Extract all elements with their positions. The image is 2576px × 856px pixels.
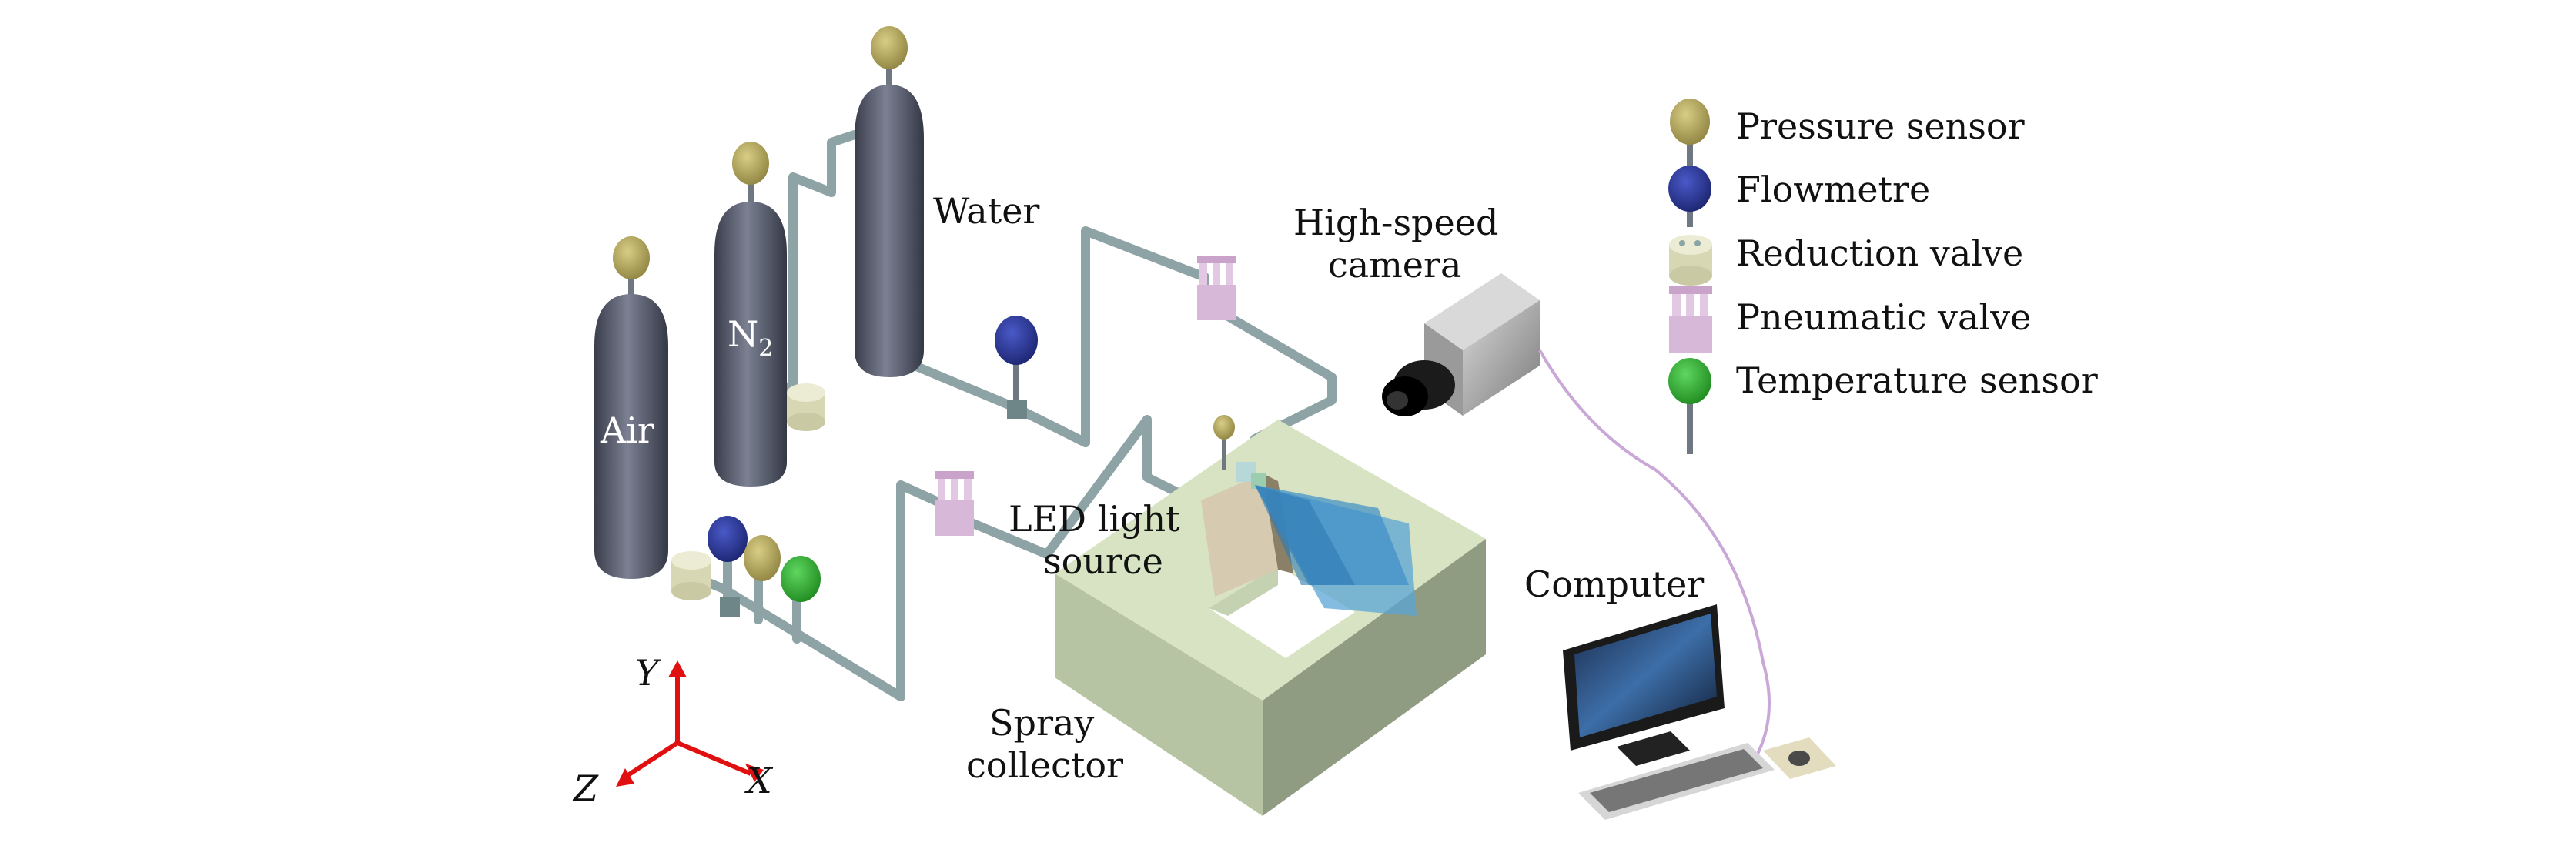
pressure-sensor-icon — [1213, 415, 1235, 440]
pressure-sensor-icon — [871, 26, 908, 69]
mouse — [1788, 751, 1810, 766]
collector-right-face — [1263, 539, 1486, 816]
axis-y-label: Y — [635, 652, 662, 694]
pressure-sensor-icon — [613, 236, 650, 279]
axis-x-label: X — [744, 760, 774, 801]
legend-label: Pneumatic valve — [1736, 296, 2031, 338]
high-speed-camera — [1382, 273, 1540, 416]
spray-label-line1: Spray — [989, 702, 1094, 744]
camera-cable — [1538, 349, 1771, 759]
flowmetre-icon — [995, 316, 1038, 365]
computer — [1563, 604, 1836, 820]
legend-label: Temperature sensor — [1736, 359, 2098, 401]
air-tank: Air — [594, 236, 740, 617]
pipe-flow-branch — [1012, 403, 1090, 447]
temperature-sensor-icon — [1668, 358, 1711, 404]
n2-tank: N2 — [714, 142, 825, 487]
water-flowmetre — [995, 316, 1038, 419]
legend: Pressure sensor Flowmetre Reduction valv… — [1668, 99, 2098, 454]
reduction-valve-icon — [787, 383, 825, 431]
air-label: Air — [600, 410, 654, 451]
pipe-junction — [720, 597, 740, 617]
spray-plume — [1255, 485, 1417, 616]
pneumatic-valve-lower — [935, 471, 974, 536]
temperature-sensor-icon — [781, 556, 821, 602]
collector-left-face — [1055, 573, 1263, 816]
camera-label-line2: camera — [1328, 244, 1461, 286]
legend-item-pressure: Pressure sensor — [1670, 99, 2025, 166]
water-tank: Water — [855, 26, 1039, 377]
computer-label: Computer — [1524, 563, 1704, 605]
pressure-sensor-icon — [744, 535, 781, 581]
reduction-valve-icon — [1669, 235, 1712, 286]
led-label-line1: LED light — [1009, 498, 1180, 540]
spray-label-line2: collector — [966, 744, 1123, 786]
pneumatic-valve-upper — [1197, 256, 1236, 320]
camera-label-line1: High-speed — [1293, 202, 1498, 243]
legend-label: Flowmetre — [1736, 169, 1930, 210]
flowmetre-icon — [708, 516, 748, 562]
water-label: Water — [933, 190, 1039, 232]
led-label-line2: source — [1043, 540, 1163, 582]
air-line-sensors — [708, 516, 821, 602]
legend-label: Reduction valve — [1736, 232, 2023, 274]
pressure-sensor-icon — [732, 142, 769, 185]
legend-item-pneumatic: Pneumatic valve — [1669, 286, 2031, 353]
pressure-sensor-icon — [1670, 99, 1710, 145]
legend-item-temperature: Temperature sensor — [1668, 358, 2098, 454]
legend-item-flowmetre: Flowmetre — [1668, 166, 1930, 227]
axis-z-label: Z — [572, 767, 599, 809]
legend-item-reduction: Reduction valve — [1669, 232, 2023, 286]
flowmetre-icon — [1668, 166, 1711, 212]
coordinate-axes — [616, 660, 764, 787]
pipe-junction — [1007, 400, 1027, 419]
n2-label: N2 — [728, 313, 773, 362]
pipe-water-outlet — [873, 226, 1209, 447]
pneumatic-valve-icon — [1669, 286, 1712, 353]
reduction-valve-icon — [671, 551, 711, 600]
legend-label: Pressure sensor — [1736, 105, 2025, 147]
pipe-water-top — [765, 130, 859, 401]
